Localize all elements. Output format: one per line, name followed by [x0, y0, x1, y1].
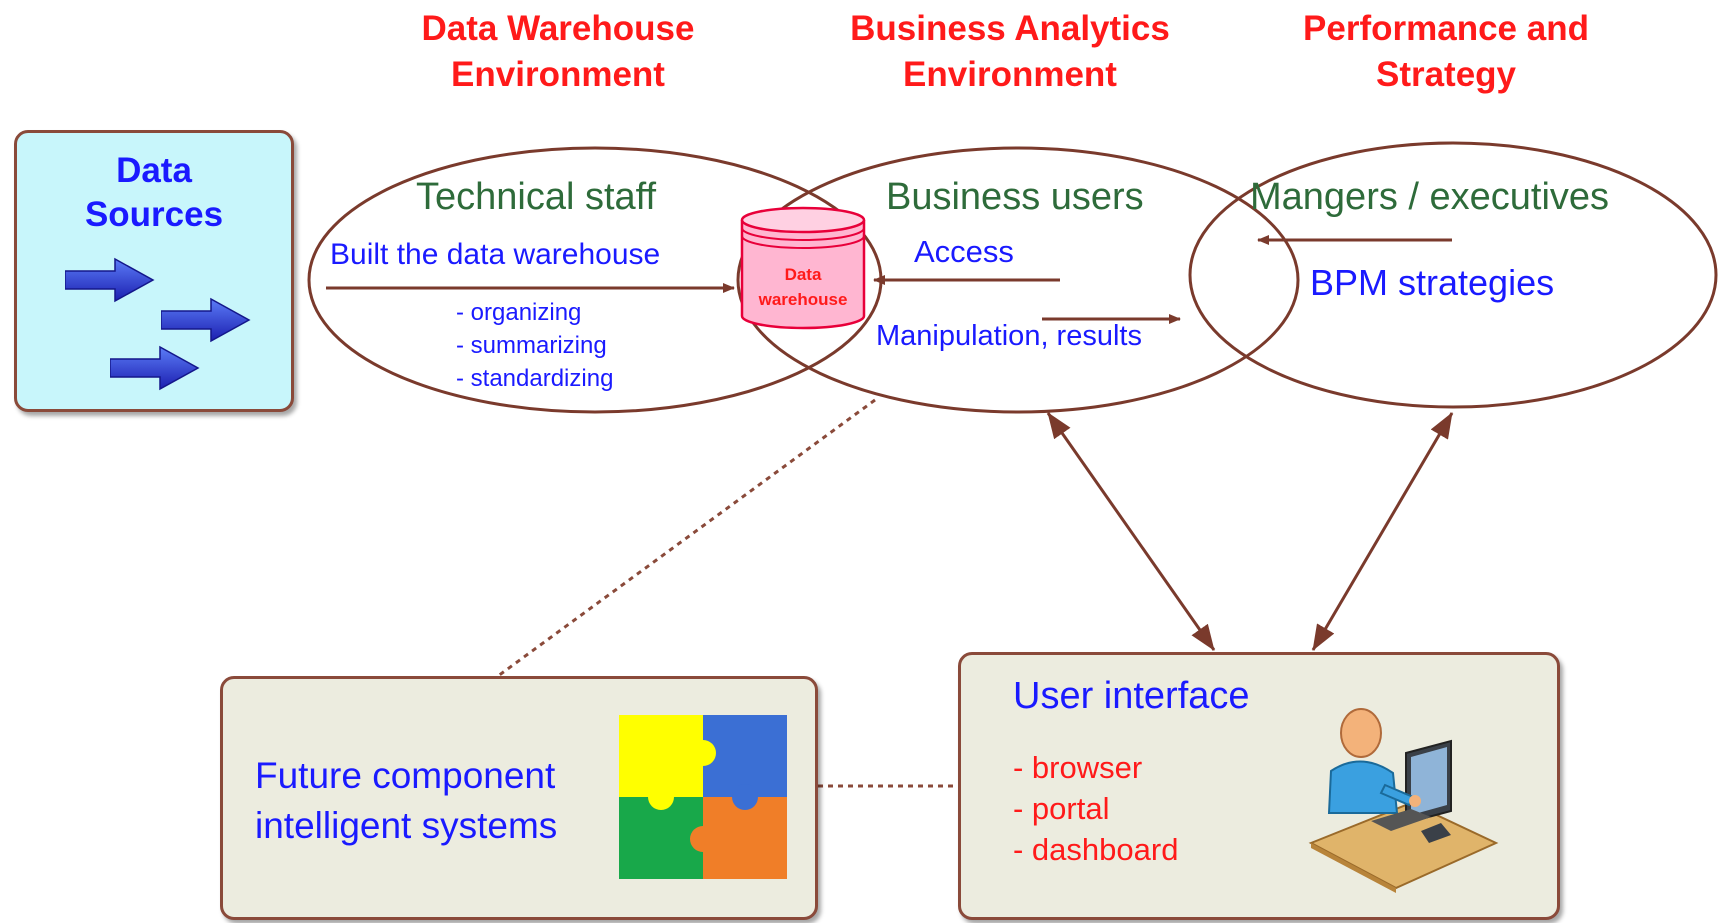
database-cylinder-icon	[740, 206, 866, 330]
technical-staff-title: Technical staff	[416, 176, 657, 218]
managers-executives-title: Mangers / executives	[1250, 176, 1610, 218]
double-arrow-business-ui	[1046, 412, 1216, 651]
ellipse-performance-strategy	[1188, 141, 1718, 409]
future-component-box: Future component intelligent systems	[220, 676, 818, 920]
manipulation-results-label: Manipulation, results	[876, 320, 1142, 352]
user-interface-box: User interface - browser - portal - dash…	[958, 652, 1560, 920]
activity-organizing: - organizing	[456, 299, 582, 326]
double-arrow-strategy-ui	[1311, 412, 1454, 651]
future-component-line1: Future component	[255, 755, 556, 796]
future-component-line2: intelligent systems	[255, 805, 558, 846]
data-sources-box: Data Sources	[14, 130, 294, 412]
arrow-right-icon	[110, 345, 200, 391]
activity-summarizing: - summarizing	[456, 332, 607, 359]
arrow-right-icon	[65, 257, 155, 303]
puzzle-icon	[619, 715, 787, 879]
future-component-text: Future component intelligent systems	[255, 751, 557, 851]
header-data-warehouse-environment: Data Warehouse Environment	[421, 9, 695, 94]
data-sources-title: Data Sources	[84, 151, 224, 234]
user-interface-title: User interface	[1013, 675, 1250, 717]
ellipse-business-analytics-environment	[736, 146, 1300, 414]
ui-item-dashboard: - dashboard	[1013, 832, 1179, 867]
data-warehouse-label: Data warehouse	[758, 265, 848, 309]
computer-user-icon	[1308, 708, 1499, 893]
arrow-right-icon	[161, 297, 251, 343]
header-business-analytics-environment: Business Analytics Environment	[850, 9, 1170, 94]
access-label: Access	[914, 234, 1014, 269]
ui-item-browser: - browser	[1013, 750, 1143, 785]
dotted-link-warehouse-future	[497, 398, 876, 678]
business-users-title: Business users	[886, 176, 1144, 218]
ui-item-portal: - portal	[1013, 791, 1110, 826]
activity-standardizing: - standardizing	[456, 365, 614, 392]
activities-list: - organizing - summarizing - standardizi…	[456, 296, 613, 395]
built-data-warehouse-label: Built the data warehouse	[330, 238, 661, 271]
bpm-strategies-label: BPM strategies	[1310, 262, 1555, 303]
header-performance-strategy: Performance and Strategy	[1303, 9, 1589, 94]
user-interface-items: - browser - portal - dashboard	[1013, 747, 1178, 870]
